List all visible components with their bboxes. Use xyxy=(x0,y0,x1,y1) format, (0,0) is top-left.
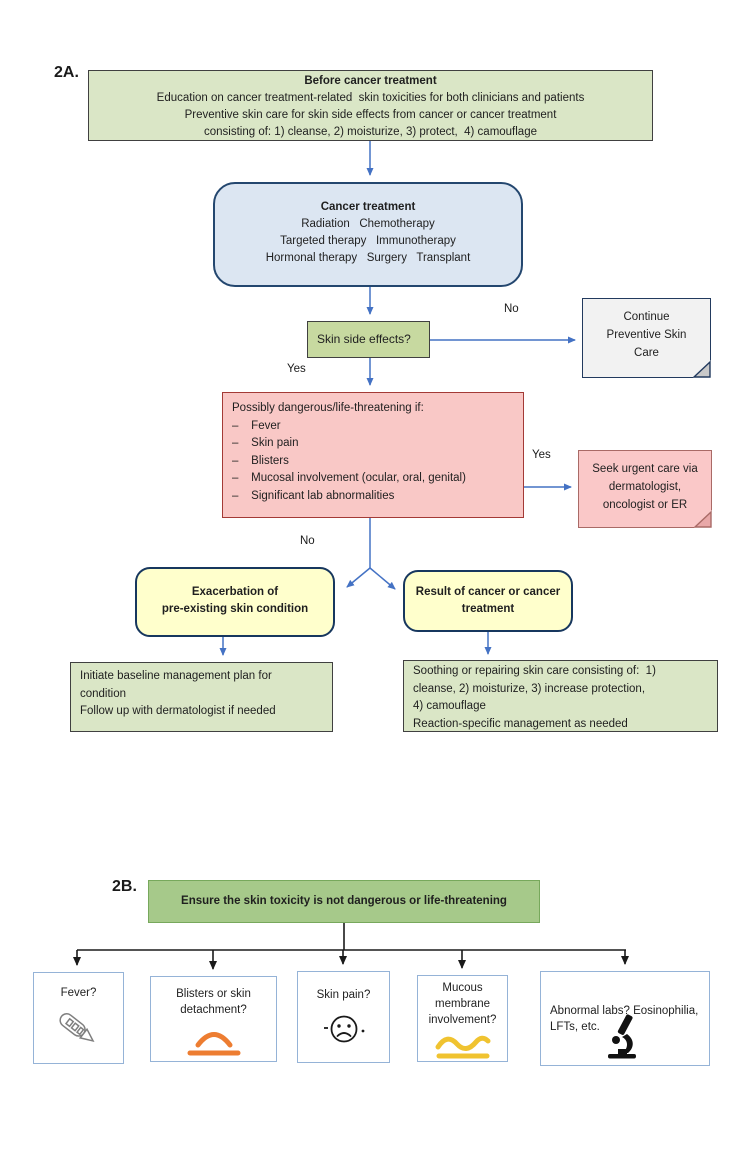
thermometer-icon xyxy=(58,1013,94,1043)
skin-side-effects-label: Skin side effects? xyxy=(317,332,411,346)
before-treatment-line: consisting of: 1) cleanse, 2) moisturize… xyxy=(203,126,537,138)
blisters-label: Blisters or skin detachment? xyxy=(176,988,255,1016)
danger-item: – Significant lab abnormalities xyxy=(232,489,395,502)
cancer-treatment-box: Cancer treatment Radiation Chemotherapy … xyxy=(213,182,523,287)
before-treatment-title: Before cancer treatment xyxy=(304,75,437,87)
check-box-mucous: Mucous membrane involvement? xyxy=(417,975,508,1062)
no-label-top: No xyxy=(504,303,519,315)
folded-corner-icon xyxy=(693,509,713,529)
yes-label-top: Yes xyxy=(287,363,306,375)
section-2a-label: 2A. xyxy=(54,64,79,81)
urgent-note-line: dermatologist, xyxy=(608,481,682,493)
soothing-care-box: Soothing or repairing skin care consisti… xyxy=(403,660,718,732)
before-treatment-box: Before cancer treatment Education on can… xyxy=(88,70,653,141)
skin-side-effects-box: Skin side effects? xyxy=(307,321,430,358)
ensure-not-dangerous-box: Ensure the skin toxicity is not dangerou… xyxy=(148,880,540,923)
mucous-label: Mucous membrane involvement? xyxy=(428,982,497,1026)
check-box-fever: Fever? xyxy=(33,972,124,1064)
no-label-bottom: No xyxy=(300,535,315,547)
result-of-treatment-box: Result of cancer or cancer treatment xyxy=(403,570,573,632)
cancer-treatment-line: Radiation Chemotherapy xyxy=(301,218,435,230)
urgent-note-line: Seek urgent care via xyxy=(592,463,698,475)
section-2b-label: 2B. xyxy=(112,878,137,895)
fever-label: Fever? xyxy=(60,987,97,999)
mucous-membrane-icon xyxy=(435,1035,490,1059)
danger-title: Possibly dangerous/life-threatening if: xyxy=(232,402,424,414)
exacerbation-line: Exacerbation of xyxy=(191,586,279,598)
section-b-arrows xyxy=(73,923,629,970)
cancer-treatment-line: Targeted therapy Immunotherapy xyxy=(280,235,456,247)
result-line: treatment xyxy=(461,603,515,615)
before-treatment-line: Preventive skin care for skin side effec… xyxy=(184,109,557,121)
soothing-line: 4) camouflage xyxy=(413,700,486,712)
baseline-management-box: Initiate baseline management plan for co… xyxy=(70,662,333,732)
check-box-skin-pain: Skin pain? xyxy=(297,971,390,1063)
danger-item: – Skin pain xyxy=(232,437,299,449)
danger-criteria-box: Possibly dangerous/life-threatening if: … xyxy=(222,392,524,518)
baseline-line: condition xyxy=(80,687,127,700)
continue-note-line: Care xyxy=(634,347,659,359)
blister-icon xyxy=(187,1032,240,1056)
danger-item: – Blisters xyxy=(232,454,289,467)
soothing-line: Reaction-specific management as needed xyxy=(413,717,628,730)
before-treatment-line: Education on cancer treatment-related sk… xyxy=(156,92,585,104)
soothing-line: cleanse, 2) moisturize, 3) increase prot… xyxy=(413,682,646,695)
baseline-line: Follow up with dermatologist if needed xyxy=(80,705,276,717)
result-line: Result of cancer or cancer xyxy=(415,586,561,598)
cancer-treatment-line: Hormonal therapy Surgery Transplant xyxy=(265,252,471,264)
ensure-header-text: Ensure the skin toxicity is not dangerou… xyxy=(181,895,507,907)
danger-item: – Fever xyxy=(232,419,281,432)
continue-preventive-note: Continue Preventive Skin Care xyxy=(582,298,712,379)
urgent-care-note: Seek urgent care via dermatologist, onco… xyxy=(578,450,713,529)
check-box-abnormal-labs: Abnormal labs? Eosinophilia, LFTs, etc. xyxy=(540,971,710,1066)
exacerbation-box: Exacerbation of pre-existing skin condit… xyxy=(135,567,335,637)
exacerbation-line: pre-existing skin condition xyxy=(161,603,309,615)
yes-label-right: Yes xyxy=(532,449,551,461)
check-box-blisters: Blisters or skin detachment? xyxy=(150,976,277,1062)
cancer-treatment-title: Cancer treatment xyxy=(320,201,416,213)
baseline-line: Initiate baseline management plan for xyxy=(80,670,272,682)
continue-note-line: Preventive Skin xyxy=(606,329,687,341)
continue-note-line: Continue xyxy=(623,311,670,323)
microscope-icon xyxy=(608,1014,636,1059)
soothing-line: Soothing or repairing skin care consisti… xyxy=(413,665,656,677)
urgent-note-line: oncologist or ER xyxy=(602,499,688,511)
folded-corner-icon xyxy=(692,359,712,379)
skin-pain-label: Skin pain? xyxy=(316,988,371,1001)
sad-face-icon xyxy=(323,1015,364,1042)
danger-item: – Mucosal involvement (ocular, oral, gen… xyxy=(232,472,466,484)
abnormal-labs-label: Abnormal labs? Eosinophilia, LFTs, etc. xyxy=(550,1005,702,1033)
